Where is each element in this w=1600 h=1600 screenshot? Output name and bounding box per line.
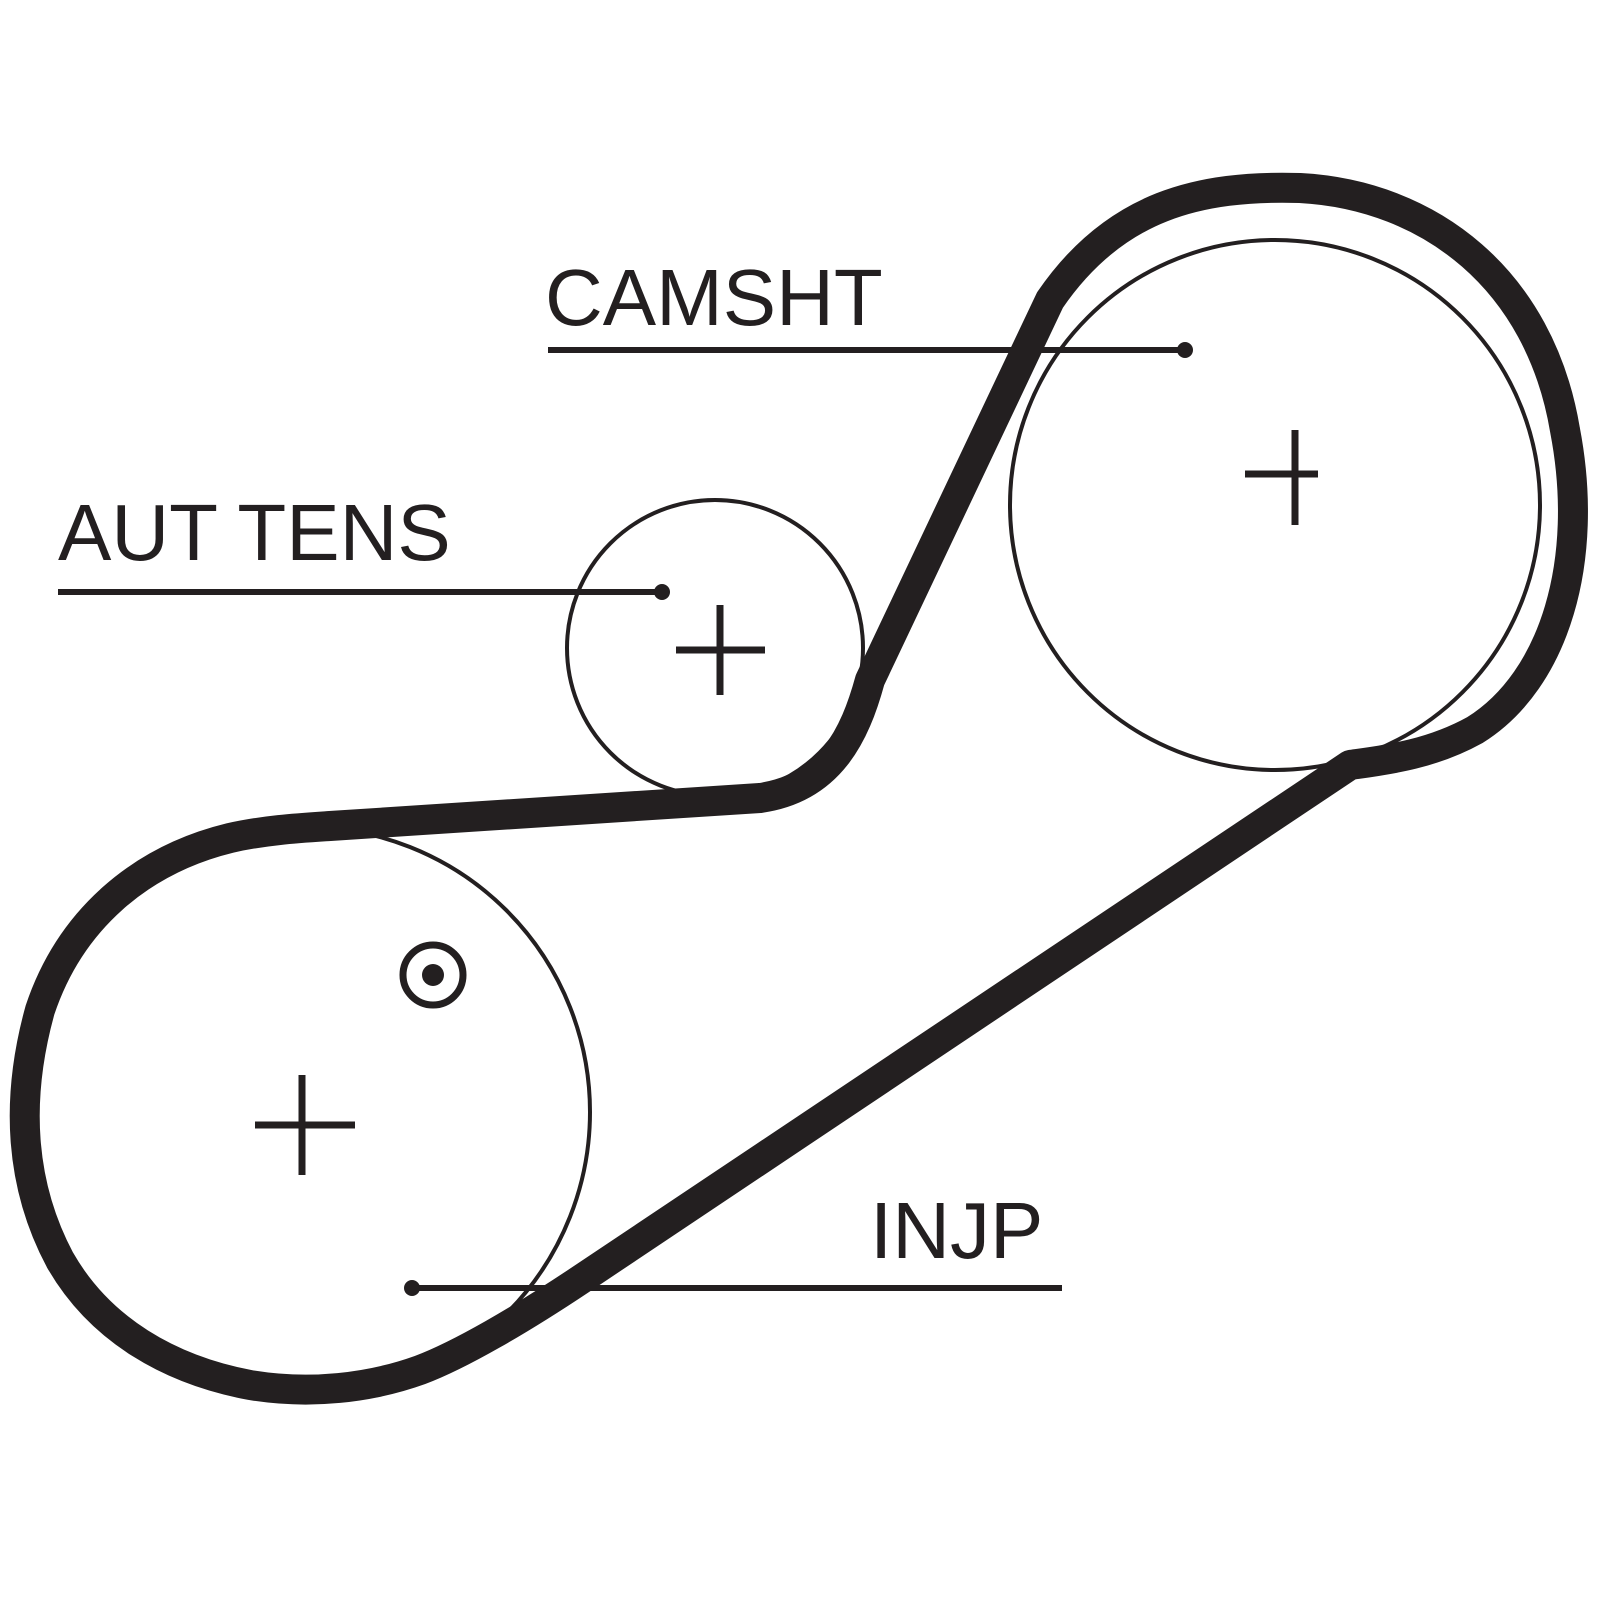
tensioner-callout: AUT TENS xyxy=(58,488,670,600)
tensioner-center-cross xyxy=(676,605,765,695)
timing-belt xyxy=(9,172,1588,1405)
timing-mark-icon xyxy=(399,941,467,1009)
injection-pump-callout: INJP xyxy=(404,1186,1062,1296)
crankshaft-center-cross xyxy=(255,1075,355,1175)
camshaft-callout: CAMSHT xyxy=(545,253,1193,358)
camshaft-pulley xyxy=(1008,238,1542,772)
camshaft-center-cross xyxy=(1245,430,1318,525)
tensioner-label: AUT TENS xyxy=(58,488,451,577)
injection-pump-label: INJP xyxy=(870,1186,1043,1275)
camshaft-label: CAMSHT xyxy=(545,253,883,342)
